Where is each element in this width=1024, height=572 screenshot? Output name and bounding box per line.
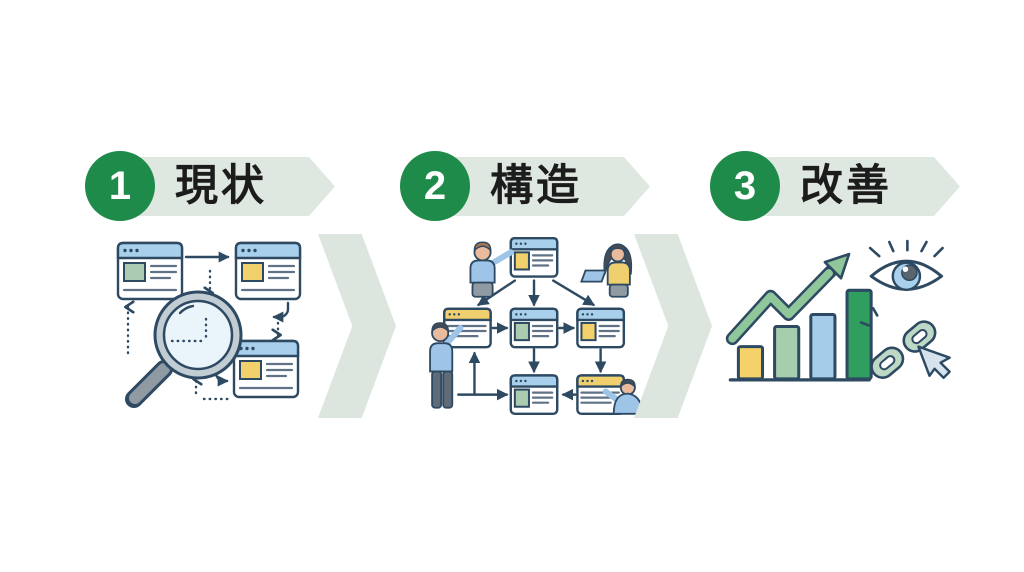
browser-window bbox=[509, 374, 559, 416]
trend-arrow-icon bbox=[725, 252, 851, 346]
step-3-number: 3 bbox=[733, 164, 757, 208]
browser-window bbox=[509, 307, 559, 349]
mouse-cursor-icon bbox=[917, 345, 951, 380]
step-1-label: 現状 bbox=[175, 162, 267, 210]
chain-link-icon bbox=[859, 307, 937, 379]
growth-monitoring-illustration bbox=[722, 238, 964, 414]
step-3-banner: 改善 bbox=[746, 157, 960, 216]
step-2-number-badge: 2 bbox=[400, 151, 470, 221]
browser-window bbox=[509, 236, 559, 278]
step-1-number: 1 bbox=[108, 164, 132, 208]
step-2-label: 構造 bbox=[490, 162, 582, 210]
step-3-label: 改善 bbox=[800, 162, 892, 210]
step-2-number: 2 bbox=[423, 164, 447, 208]
structure-flowchart-illustration bbox=[422, 230, 644, 427]
browser-window bbox=[576, 374, 626, 416]
chevron-right-icon bbox=[318, 234, 396, 418]
chevron-right-icon bbox=[634, 234, 712, 418]
step-1-number-badge: 1 bbox=[85, 151, 155, 221]
search-analysis-illustration bbox=[110, 237, 310, 420]
flowchart-arrows bbox=[457, 279, 607, 401]
step-3-number-badge: 3 bbox=[710, 151, 780, 221]
magnifying-glass-icon bbox=[125, 290, 243, 408]
browser-window bbox=[232, 339, 300, 399]
bar-chart-icon bbox=[728, 288, 873, 382]
flow-arrows bbox=[124, 251, 290, 401]
step-1-banner: 現状 bbox=[121, 157, 335, 216]
man-standing-pointing-icon bbox=[429, 322, 464, 409]
browser-window bbox=[234, 241, 302, 301]
browser-window bbox=[576, 307, 626, 349]
woman-with-laptop-icon bbox=[580, 243, 633, 298]
person-pointing-icon bbox=[469, 241, 514, 298]
browser-window bbox=[116, 241, 184, 301]
eye-icon bbox=[868, 239, 944, 292]
step-2-banner: 構造 bbox=[436, 157, 650, 216]
